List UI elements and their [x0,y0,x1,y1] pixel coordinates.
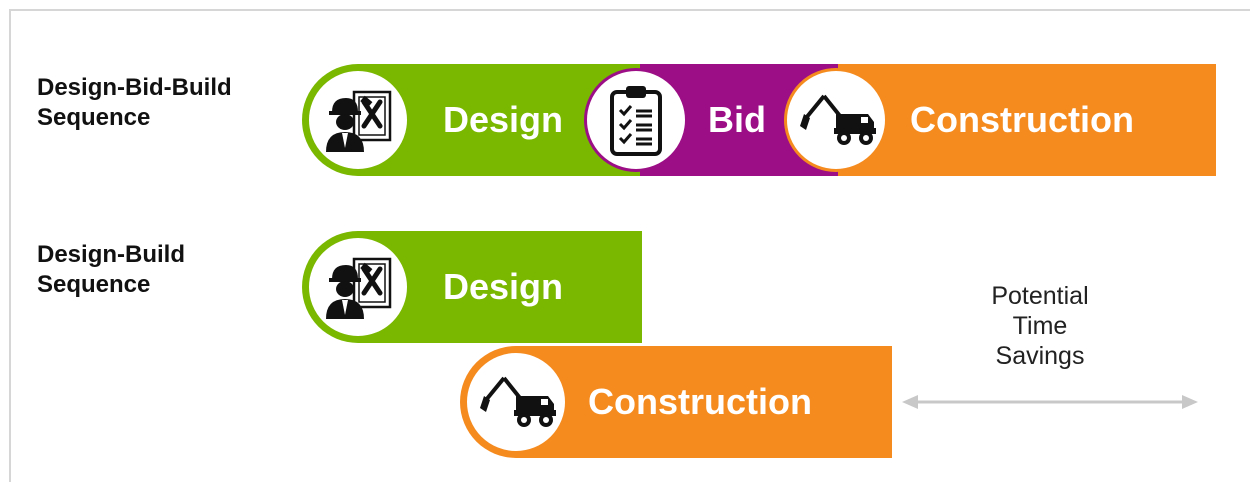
double-arrow-icon [902,395,1198,409]
db-row-label: Design-Build Sequence [37,240,185,300]
dbb-design-label: Design [443,99,564,140]
dbb-label-line1: Design-Bid-Build [37,74,232,101]
savings-line1: Potential [991,282,1089,310]
dbb-construction-label: Construction [910,99,1134,140]
dbb-bid-label: Bid [708,99,766,140]
db-construction-icon-circle [464,350,568,454]
excavator-truck-icon [800,94,876,145]
db-construction-bar: Construction [460,346,892,458]
db-label-line1: Design-Build [37,241,185,268]
clipboard-checklist-icon [610,86,662,156]
diagram-frame [9,9,1250,482]
dbb-construction-icon-circle [784,68,888,172]
db-construction-label: Construction [588,381,812,422]
engineer-icon [326,90,392,152]
engineer-icon [326,257,392,319]
dbb-design-icon-circle [306,68,410,172]
dbb-row-label: Design-Bid-Build Sequence [37,73,232,133]
db-design-bar: Design [302,231,642,343]
savings-line3: Savings [995,342,1085,370]
db-design-label: Design [443,266,564,307]
dbb-bid-icon-circle [584,68,688,172]
potential-time-savings-label: Potential Time Savings [960,281,1120,371]
savings-line2: Time [1012,312,1068,340]
excavator-truck-icon [480,376,556,427]
db-label-line2: Sequence [37,271,151,298]
dbb-label-line2: Sequence [37,104,151,131]
db-design-icon-circle [306,235,410,339]
